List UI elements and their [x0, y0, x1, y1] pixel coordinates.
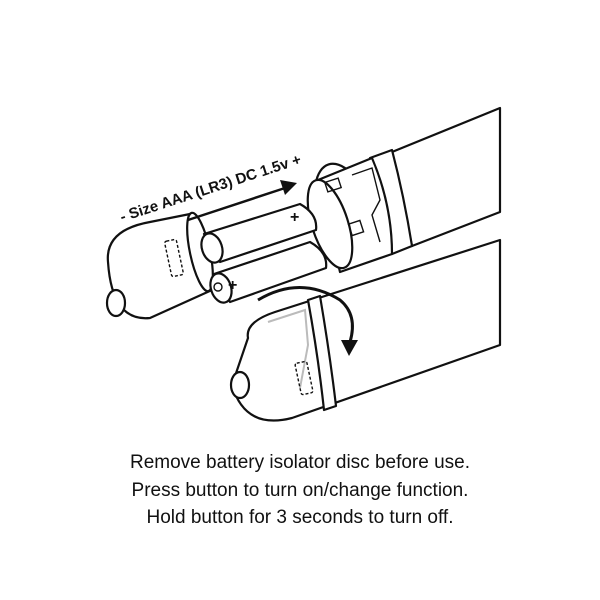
battery-positive-symbol: +	[290, 209, 299, 226]
top-device-body	[306, 106, 502, 274]
aaa-batteries: + +	[200, 202, 328, 304]
instruction-line: Press button to turn on/change function.	[131, 479, 469, 501]
top-device-cap	[105, 211, 214, 320]
instruction-line: Hold button for 3 seconds to turn off.	[146, 507, 454, 528]
battery-positive-symbol: +	[228, 277, 237, 294]
twist-rotation-arrow	[257, 286, 358, 356]
instruction-line: Remove battery isolator disc before use.	[129, 452, 471, 473]
bottom-device	[229, 238, 502, 422]
insert-direction-arrow	[187, 180, 297, 222]
power-button-icon	[105, 288, 127, 318]
power-button-icon	[229, 370, 251, 400]
instructions-text: Remove battery isolator disc before use.…	[0, 449, 600, 532]
